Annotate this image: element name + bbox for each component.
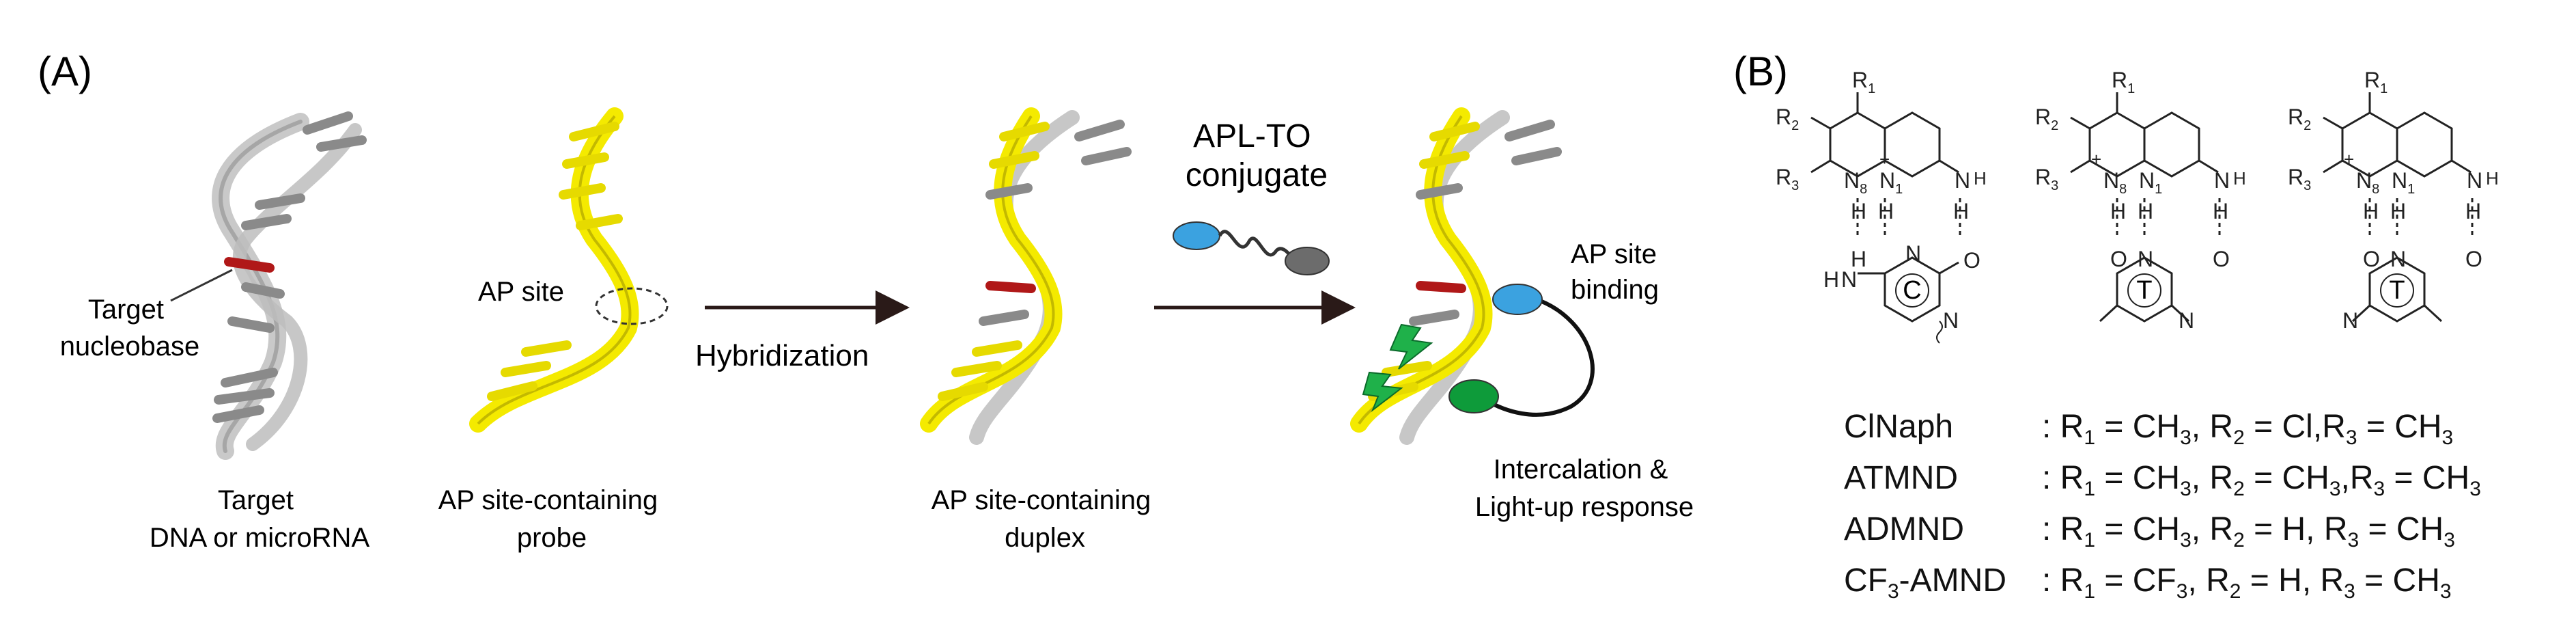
- svg-text:H: H: [1851, 247, 1866, 271]
- base-3-letter: T: [2389, 276, 2405, 305]
- svg-text:H: H: [1823, 267, 1839, 292]
- complex-helix: [1350, 107, 1595, 445]
- target-nucleobase-mark: [224, 257, 275, 273]
- ligand-row: ATMND : R1 = CH3, R2 = CH3,R3 = CH3: [1844, 460, 2481, 500]
- duplex-helix: [920, 107, 1132, 445]
- ligand-table: ClNaph : R1 = CH3, R2 = Cl,R3 = CH3 ATMN…: [1844, 409, 2481, 603]
- svg-text:H: H: [1878, 199, 1894, 223]
- target-pointer-line: [170, 269, 233, 302]
- base-2-letter: T: [2136, 276, 2152, 305]
- panel-a-label: (A): [38, 49, 92, 94]
- svg-text:H: H: [2363, 199, 2379, 223]
- svg-text:O: O: [2110, 247, 2127, 271]
- svg-text:H: H: [1851, 199, 1866, 223]
- svg-text:ADMND: ADMND: [1844, 511, 1964, 547]
- conjugate-linker: [1484, 299, 1595, 417]
- svg-text:: R1 = CH3, R2 = CH3,R3 = CH3: : R1 = CH3, R2 = CH3,R3 = CH3: [2042, 460, 2481, 500]
- svg-text:: R1 = CF3, R2 = H, R3 = CH3: : R1 = CF3, R2 = H, R3 = CH3: [2042, 562, 2452, 603]
- svg-text:N: N: [1841, 267, 1857, 292]
- svg-text:H: H: [2233, 168, 2246, 189]
- svg-text:R1: R1: [2364, 68, 2388, 96]
- svg-text:H: H: [2465, 199, 2481, 223]
- ligand-row: ClNaph : R1 = CH3, R2 = Cl,R3 = CH3: [1844, 409, 2453, 449]
- svg-text:N: N: [2342, 308, 2358, 333]
- intercalation-label: Intercalation & Light-up response: [1475, 454, 1694, 522]
- ligand-row: CF3-AMND : R1 = CF3, R2 = H, R3 = CH3: [1844, 562, 2452, 603]
- svg-text:+: +: [1879, 149, 1890, 169]
- caption-duplex: AP site-containing duplex: [932, 485, 1159, 553]
- svg-text:H: H: [2110, 199, 2126, 223]
- complex-target-base: [1416, 281, 1466, 293]
- svg-text:O: O: [1963, 248, 1980, 273]
- svg-text:H: H: [2138, 199, 2153, 223]
- apl-bound: [1492, 284, 1543, 315]
- svg-text:: R1 = CH3, R2 = Cl,R3 = CH3: : R1 = CH3, R2 = Cl,R3 = CH3: [2042, 409, 2453, 449]
- light-flash-icon: [1389, 323, 1433, 370]
- ap-site-marker: [595, 287, 669, 325]
- svg-text:R2: R2: [1776, 105, 1799, 133]
- svg-text:ClNaph: ClNaph: [1844, 409, 1953, 445]
- apl-to-conjugate-icon: [1173, 221, 1330, 275]
- structure-2: R1 R2 R3 N8 N1 + N H H H H O N O N T: [2035, 68, 2246, 333]
- svg-text:O: O: [2213, 247, 2230, 271]
- ap-site-label: AP site: [478, 277, 564, 307]
- light-flash-icon-2: [1362, 371, 1403, 412]
- svg-text:N1: N1: [1879, 168, 1903, 197]
- svg-text:R1: R1: [1852, 68, 1875, 96]
- panel-b-label: (B): [1733, 49, 1788, 94]
- svg-text:H: H: [1953, 199, 1969, 223]
- structure-1: R1 R2 R3 N8 N1 + N H H H H H H N O N N C: [1776, 68, 1987, 344]
- svg-text:R3: R3: [1776, 165, 1799, 193]
- conjugate-label: APL-TO conjugate: [1186, 118, 1328, 193]
- structure-3: R1 R2 R3 N8 N1 + N H H H H O N O N T: [2288, 68, 2499, 333]
- svg-text:N: N: [2214, 168, 2230, 193]
- base-1-letter: C: [1903, 276, 1921, 305]
- target-nucleobase-label: Target nucleobase: [60, 295, 200, 362]
- svg-text:H: H: [2486, 168, 2499, 189]
- svg-text:N: N: [2179, 308, 2194, 333]
- svg-text:O: O: [2363, 247, 2380, 271]
- svg-text:+: +: [2091, 149, 2101, 169]
- svg-text:R2: R2: [2288, 105, 2311, 133]
- svg-text:N: N: [2138, 247, 2153, 271]
- svg-text:R3: R3: [2035, 165, 2058, 193]
- hybridization-label: Hybridization: [695, 339, 869, 372]
- svg-text:ATMND: ATMND: [1844, 460, 1958, 496]
- svg-text:N1: N1: [2139, 168, 2162, 197]
- svg-text:R3: R3: [2288, 165, 2311, 193]
- target-helix: [170, 111, 367, 460]
- ap-site-binding-label: AP site binding: [1571, 239, 1664, 305]
- probe-helix: [469, 107, 669, 433]
- svg-text:H: H: [2213, 199, 2228, 223]
- svg-text:R2: R2: [2035, 105, 2058, 133]
- svg-text:H: H: [1974, 168, 1987, 189]
- svg-text:CF3-AMND: CF3-AMND: [1844, 562, 2006, 603]
- svg-text:N: N: [2467, 168, 2482, 193]
- svg-text:H: H: [2390, 199, 2406, 223]
- ligand-row: ADMND : R1 = CH3, R2 = H, R3 = CH3: [1844, 511, 2455, 552]
- svg-text:N1: N1: [2392, 168, 2415, 197]
- caption-target: Target DNA or microRNA: [150, 485, 370, 553]
- caption-probe: AP site-containing probe: [438, 485, 666, 553]
- duplex-target-base: [985, 281, 1036, 293]
- svg-text:: R1 = CH3, R2 = H, R3 = CH3: : R1 = CH3, R2 = H, R3 = CH3: [2042, 511, 2455, 552]
- svg-text:R1: R1: [2112, 68, 2135, 96]
- svg-text:N: N: [2390, 247, 2406, 271]
- to-dye-bound: [1448, 379, 1499, 413]
- svg-text:N: N: [1943, 308, 1959, 333]
- svg-text:N: N: [1955, 168, 1970, 193]
- svg-text:N: N: [1905, 241, 1921, 266]
- svg-text:+: +: [2344, 149, 2354, 169]
- svg-text:O: O: [2465, 247, 2482, 271]
